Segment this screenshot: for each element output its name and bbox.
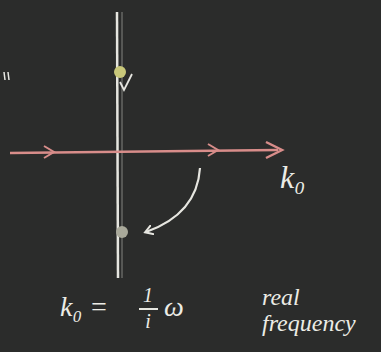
- contour-direction: [208, 144, 218, 156]
- note-text: real frequency: [262, 284, 367, 337]
- formula-text: ω: [164, 292, 184, 323]
- pole-dot: [116, 226, 128, 238]
- rotation-arrow: [146, 168, 200, 232]
- pole-dot: [114, 66, 126, 78]
- fraction-numerator: 1: [143, 284, 153, 306]
- axis-shadow: [122, 12, 123, 278]
- fraction-bar: [139, 308, 158, 310]
- fraction-denominator: i: [145, 310, 151, 332]
- axis-arrow-head: [266, 142, 282, 158]
- formula-text: k₀ =: [60, 292, 108, 323]
- check-mark: [120, 74, 132, 90]
- imaginary-axis: [117, 12, 118, 278]
- contour-direction: [44, 146, 54, 158]
- axis-label: k₀: [280, 160, 305, 195]
- chalk-mark: [4, 72, 9, 80]
